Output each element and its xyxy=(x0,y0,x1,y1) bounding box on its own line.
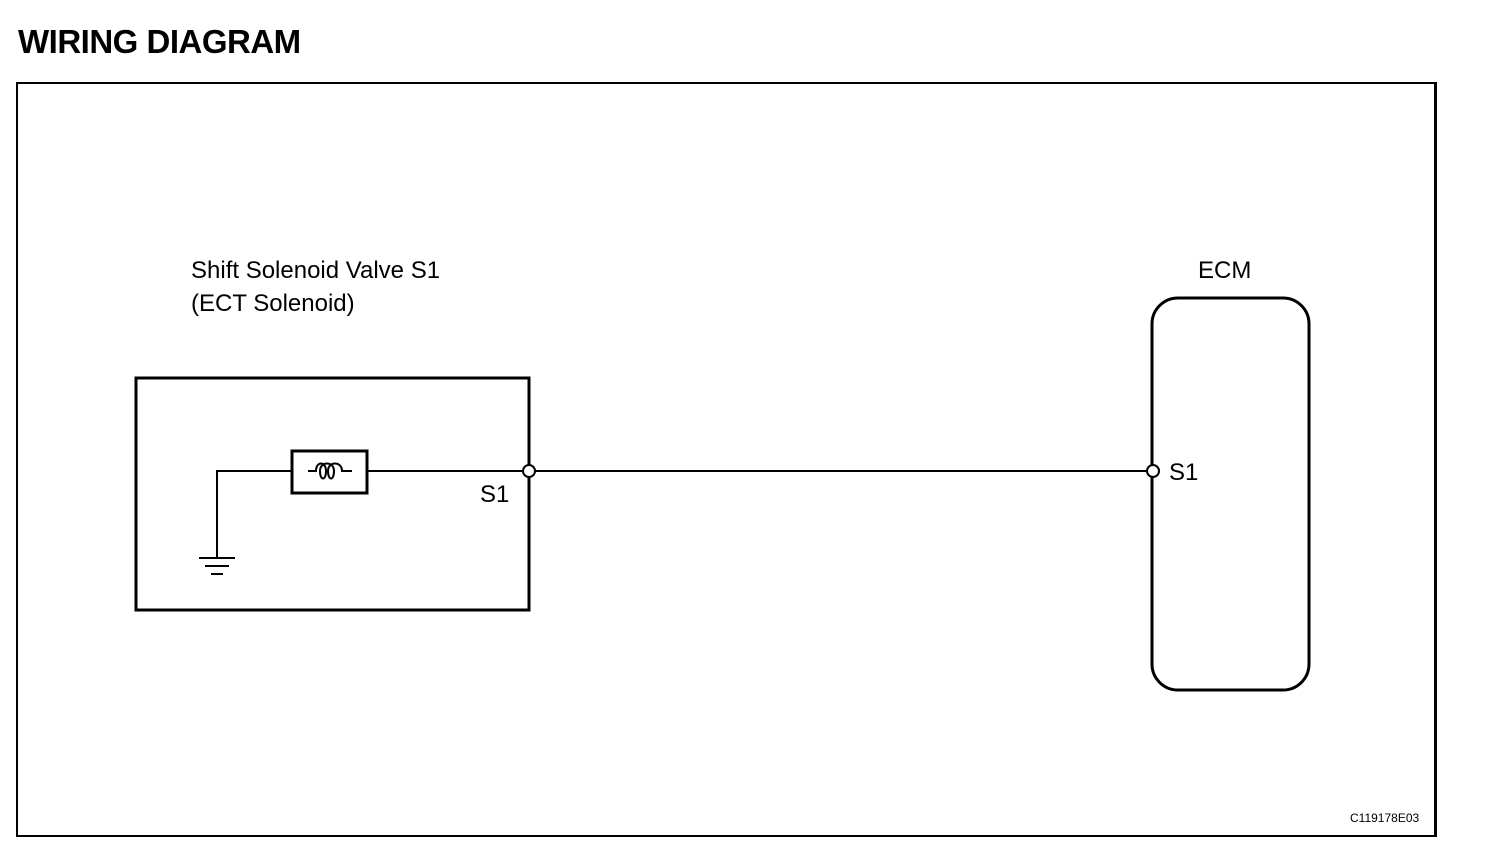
solenoid-coil-icon xyxy=(290,449,369,495)
figure-id: C119178E03 xyxy=(1350,811,1419,825)
ecm-label: ECM xyxy=(1198,257,1251,284)
ecm-terminal-label: S1 xyxy=(1169,459,1198,486)
ground-icon xyxy=(199,557,235,575)
page-title: WIRING DIAGRAM xyxy=(18,23,301,60)
solenoid-label-line2: (ECT Solenoid) xyxy=(191,290,355,317)
solenoid-valve-box xyxy=(134,376,531,612)
solenoid-terminal-connector xyxy=(522,464,536,478)
ground-wire xyxy=(216,470,292,558)
ecm-box xyxy=(1150,296,1311,692)
solenoid-terminal-label: S1 xyxy=(480,481,509,508)
ecm-terminal-connector xyxy=(1146,464,1160,478)
solenoid-label-line1: Shift Solenoid Valve S1 xyxy=(191,257,440,284)
diagram-frame xyxy=(16,82,1437,837)
